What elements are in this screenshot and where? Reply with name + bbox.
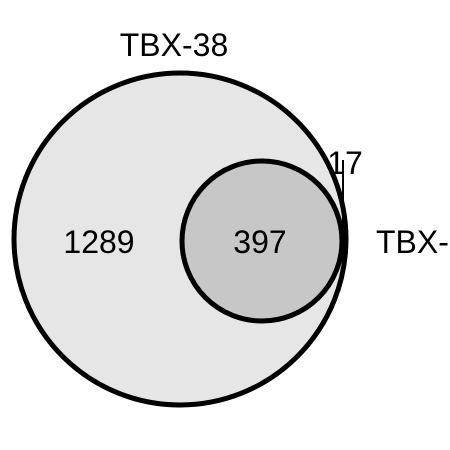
- set-label-tbx38: TBX-38: [120, 27, 228, 63]
- overlap-circle: [179, 158, 345, 324]
- region-label-tbx-only: 17: [327, 145, 363, 181]
- region-label-tbx38-only: 1289: [63, 224, 134, 260]
- set-label-tbx: TBX-: [376, 224, 449, 260]
- region-label-overlap: 397: [233, 224, 286, 260]
